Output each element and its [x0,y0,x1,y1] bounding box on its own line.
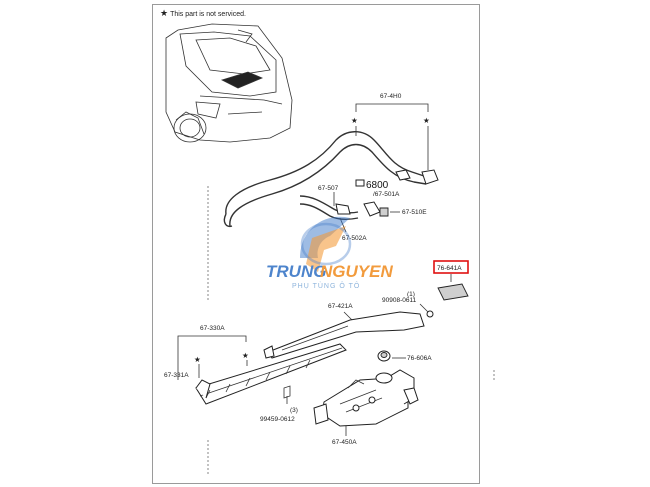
watermark: TRUNG NGUYEN PHỤ TÙNG Ô TÔ [266,216,393,290]
car-illustration [165,23,293,143]
label-num-3: (3) [290,407,298,414]
watermark-subtitle: PHỤ TÙNG Ô TÔ [292,281,360,290]
label-67-421a: 67-421A [328,303,353,310]
label-6800: 6800 [366,180,389,191]
watermark-logo-icon [300,216,352,272]
highlight-box-76-641a [433,260,469,274]
label-67-507: 67-507 [318,185,339,192]
star-icon: ★ [194,355,201,364]
watermark-brand-b: NGUYEN [320,262,393,281]
label-67-450a: 67-450A [332,439,357,446]
cap-part [437,283,469,301]
note-text: This part is not serviced. [170,11,246,18]
not-serviced-note: ★This part is not serviced. [160,8,246,19]
star-icon: ★ [351,116,358,125]
star-icon: ★ [423,116,430,125]
label-67-502a: 67-502A [342,235,367,242]
label-num-1: (1) [407,291,415,298]
label-90908-0611: 90908-0611 [382,297,417,304]
wiper-arm [267,311,425,359]
washer-hose: 67-4H0 ★ ★ [223,93,439,228]
label-76-606a: 76-606A [407,355,432,362]
label-67-331a: 67-331A [164,372,189,379]
label-67-4h0: 67-4H0 [380,93,402,100]
label-67-330a: 67-330A [200,325,225,332]
label-76-641a: 76-641A [437,265,462,272]
star-icon: ★ [242,351,249,360]
watermark-brand-a: TRUNG [266,262,326,281]
label-67-501a: /67-501A [373,191,400,198]
label-67-510e: 67-510E [402,209,427,216]
wiper-motor [313,369,419,427]
star-icon: ★ [160,8,169,18]
label-99459-0612: 99459-0612 [260,416,295,423]
